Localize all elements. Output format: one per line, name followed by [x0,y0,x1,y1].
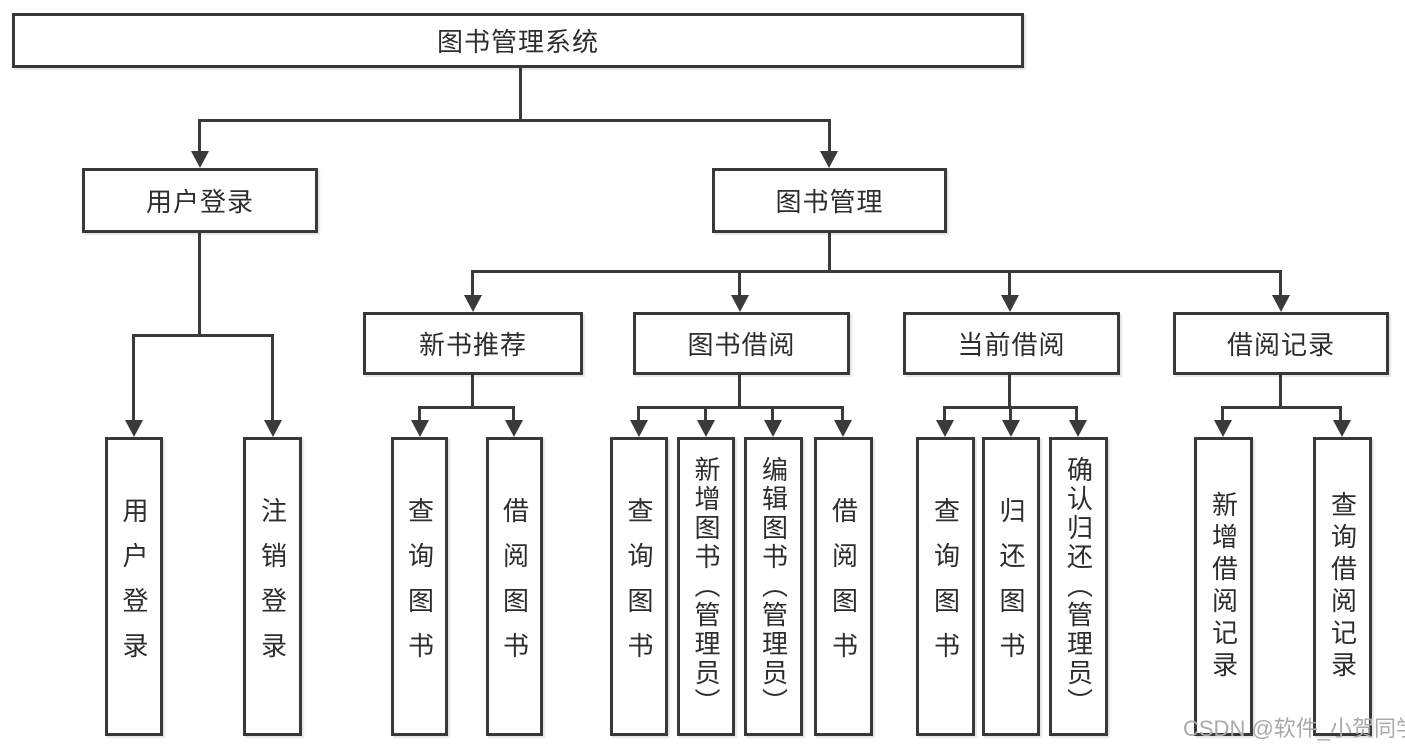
arrowhead-icon [1001,295,1019,312]
leaf-current-return: 归还图书 [982,437,1040,736]
connector-line [1221,406,1224,422]
connector-line [771,406,774,422]
node-new-book-recommend-label: 新书推荐 [418,330,527,360]
connector-line [841,406,844,422]
leaf-borrow-borrow: 借阅图书 [814,437,873,736]
arrowhead-icon [630,420,648,437]
connector-line [1008,373,1011,408]
leaf-record-query-label: 查询借阅记录 [1327,490,1358,683]
leaf-current-return-label: 归还图书 [996,496,1026,677]
node-book-borrow-label: 图书借阅 [687,330,796,360]
leaf-logout-label: 注销登录 [257,496,288,677]
node-borrow-records-label: 借阅记录 [1226,330,1335,360]
connector-line [828,231,831,272]
connector-line [637,406,640,422]
connector-line [198,231,201,336]
connector-line [738,270,741,297]
connector-line [198,119,201,152]
leaf-record-add: 新增借阅记录 [1194,437,1253,736]
leaf-current-confirm-admin-label: 确认归还（管理员） [1063,456,1094,717]
connector-line [471,373,474,408]
arrowhead-icon [191,151,209,168]
connector-line [738,373,741,408]
arrowhead-icon [834,420,852,437]
leaf-newbook-query: 查询图书 [391,437,448,736]
node-user-login-label: 用户登录 [145,187,254,217]
node-book-borrow: 图书借阅 [633,312,850,375]
node-book-management: 图书管理 [712,168,947,233]
arrowhead-icon [936,420,954,437]
arrowhead-icon [264,420,282,437]
connector-line [132,334,274,337]
connector-line [828,119,831,152]
leaf-borrow-query-label: 查询图书 [624,496,654,677]
arrowhead-icon [1272,295,1290,312]
leaf-borrow-edit-admin-label: 编辑图书（管理员） [758,456,789,717]
connector-line [1009,406,1012,422]
connector-line [1279,270,1282,297]
connector-line [132,334,135,421]
leaf-current-confirm-admin: 确认归还（管理员） [1049,437,1108,736]
connector-line [704,406,707,422]
connector-line [418,406,421,422]
arrowhead-icon [1214,420,1232,437]
arrowhead-icon [411,420,429,437]
connector-line [271,334,274,421]
connector-line [637,406,844,409]
connector-line [418,406,515,409]
connector-line [471,270,474,297]
leaf-user-login: 用户登录 [105,437,163,736]
arrowhead-icon [1069,420,1087,437]
arrowhead-icon [464,295,482,312]
node-borrow-records: 借阅记录 [1173,312,1389,375]
leaf-borrow-query: 查询图书 [610,437,668,736]
connector-line [471,270,1282,273]
node-new-book-recommend: 新书推荐 [363,312,583,375]
connector-line [198,119,831,122]
connector-line [1279,373,1282,408]
leaf-user-login-label: 用户登录 [119,496,149,677]
connector-line [943,406,946,422]
leaf-record-add-label: 新增借阅记录 [1208,490,1239,683]
leaf-borrow-add-admin-label: 新增图书（管理员） [691,456,721,717]
leaf-current-query: 查询图书 [916,437,975,736]
node-book-management-label: 图书管理 [775,187,884,217]
node-root: 图书管理系统 [12,13,1024,68]
leaf-record-query: 查询借阅记录 [1313,437,1372,736]
arrowhead-icon [820,151,838,168]
connector-line [512,406,515,422]
leaf-borrow-borrow-label: 借阅图书 [828,496,859,677]
connector-line [1008,270,1011,297]
connector-line [1221,406,1342,409]
connector-line [1339,406,1342,422]
node-user-login: 用户登录 [82,168,318,233]
arrowhead-icon [764,420,782,437]
watermark: CSDN @软件_小贺同学 [1183,716,1405,741]
arrowhead-icon [1002,420,1020,437]
leaf-current-query-label: 查询图书 [930,496,961,677]
leaf-borrow-add-admin: 新增图书（管理员） [677,437,735,736]
leaf-newbook-borrow-label: 借阅图书 [499,496,530,677]
arrowhead-icon [697,420,715,437]
leaf-newbook-borrow: 借阅图书 [486,437,543,736]
arrowhead-icon [505,420,523,437]
arrowhead-icon [731,295,749,312]
node-current-borrow: 当前借阅 [903,312,1120,375]
leaf-newbook-query-label: 查询图书 [404,496,435,677]
node-root-label: 图书管理系统 [436,27,599,57]
node-current-borrow-label: 当前借阅 [957,330,1066,360]
arrowhead-icon [125,420,143,437]
connector-line [1075,406,1078,422]
leaf-logout: 注销登录 [243,437,302,736]
connector-line [519,66,522,121]
arrowhead-icon [1333,420,1351,437]
leaf-borrow-edit-admin: 编辑图书（管理员） [744,437,803,736]
